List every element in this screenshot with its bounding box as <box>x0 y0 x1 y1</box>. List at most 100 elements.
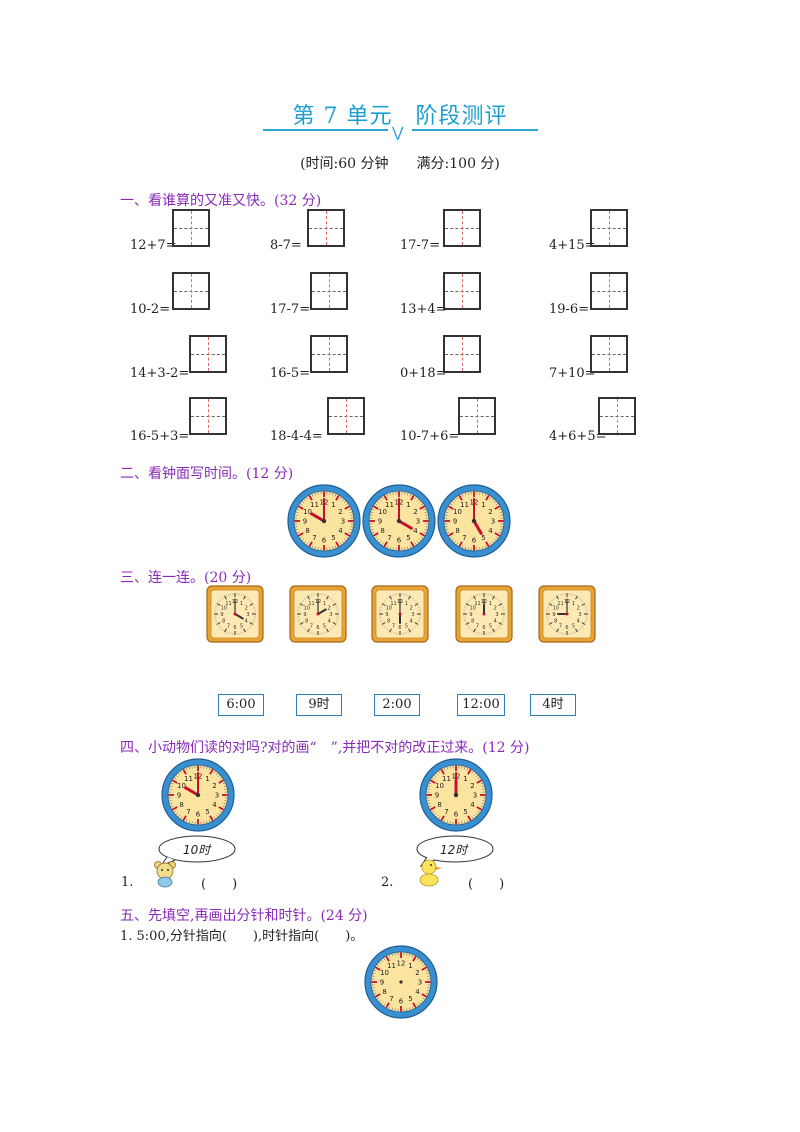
svg-text:7: 7 <box>559 623 562 629</box>
svg-text:1: 1 <box>406 501 410 509</box>
answer-box[interactable] <box>310 272 348 310</box>
svg-text:4: 4 <box>470 801 475 809</box>
svg-text:7: 7 <box>476 623 479 629</box>
svg-text:9: 9 <box>378 518 382 526</box>
time-card[interactable]: 9时 <box>296 694 342 716</box>
svg-text:3: 3 <box>578 612 581 618</box>
svg-text:11: 11 <box>474 601 480 607</box>
svg-text:5: 5 <box>489 623 492 629</box>
answer-box[interactable] <box>172 209 210 247</box>
svg-text:11: 11 <box>557 601 563 607</box>
svg-text:1: 1 <box>240 601 243 607</box>
svg-text:11: 11 <box>225 601 231 607</box>
svg-text:5: 5 <box>408 995 412 1003</box>
svg-text:2: 2 <box>470 782 474 790</box>
hour-hand <box>234 613 244 620</box>
svg-text:9: 9 <box>453 518 457 526</box>
answer-box[interactable] <box>327 397 365 435</box>
svg-text:6: 6 <box>398 625 401 631</box>
answer-box[interactable] <box>590 272 628 310</box>
svg-text:2: 2 <box>410 606 413 612</box>
q4-answer-paren-2[interactable]: ( ) <box>468 877 505 892</box>
svg-text:11: 11 <box>310 501 319 509</box>
svg-text:6: 6 <box>397 537 402 545</box>
time-card[interactable]: 6:00 <box>218 694 264 716</box>
svg-text:10: 10 <box>386 606 392 612</box>
arith-expr: 4+15= <box>549 238 596 253</box>
svg-text:9: 9 <box>552 612 555 618</box>
svg-text:5: 5 <box>406 534 410 542</box>
svg-text:5: 5 <box>205 808 209 816</box>
svg-text:1: 1 <box>205 775 209 783</box>
svg-text:6: 6 <box>472 537 477 545</box>
time-card[interactable]: 4时 <box>530 694 576 716</box>
arith-expr: 10-2= <box>130 302 171 317</box>
page-subtitle: (时间:60 分钟 满分:100 分) <box>300 156 500 172</box>
q4-answer-paren-1[interactable]: ( ) <box>201 877 238 892</box>
section-5-heading: 五、先填空,再画出分针和时针。(24 分) <box>120 908 368 924</box>
arith-expr: 4+6+5= <box>549 429 607 444</box>
svg-text:2: 2 <box>488 508 492 516</box>
svg-text:1: 1 <box>331 501 335 509</box>
answer-box[interactable] <box>590 335 628 373</box>
answer-box[interactable] <box>598 397 636 435</box>
svg-text:11: 11 <box>442 775 451 783</box>
svg-text:2: 2 <box>577 606 580 612</box>
svg-text:10: 10 <box>303 508 312 516</box>
hour-hand <box>472 519 483 535</box>
svg-text:6: 6 <box>399 998 404 1006</box>
svg-text:4: 4 <box>488 527 493 535</box>
svg-text:10: 10 <box>304 606 310 612</box>
svg-text:2: 2 <box>494 606 497 612</box>
time-card[interactable]: 12:00 <box>457 694 505 716</box>
chevron-down-icon: ⋁ <box>392 125 404 141</box>
arith-expr: 13+4= <box>400 302 447 317</box>
arith-expr: 8-7= <box>270 238 302 253</box>
svg-text:7: 7 <box>310 623 313 629</box>
duck-icon <box>419 859 442 887</box>
svg-text:9: 9 <box>220 612 223 618</box>
svg-text:10: 10 <box>378 508 387 516</box>
svg-text:7: 7 <box>444 808 448 816</box>
arith-expr: 12+7= <box>130 238 177 253</box>
svg-text:11: 11 <box>460 501 469 509</box>
svg-text:8: 8 <box>305 619 308 625</box>
answer-box[interactable] <box>307 209 345 247</box>
svg-text:11: 11 <box>184 775 193 783</box>
svg-text:9: 9 <box>303 612 306 618</box>
svg-text:8: 8 <box>387 619 390 625</box>
answer-box[interactable] <box>310 335 348 373</box>
answer-box[interactable] <box>443 209 481 247</box>
svg-text:8: 8 <box>305 527 309 535</box>
svg-text:1: 1 <box>408 962 412 970</box>
answer-box[interactable] <box>189 335 227 373</box>
answer-box[interactable] <box>590 209 628 247</box>
svg-text:5: 5 <box>481 534 485 542</box>
hour-hand <box>184 786 200 797</box>
svg-text:3: 3 <box>411 612 414 618</box>
arith-expr: 17-7= <box>400 238 441 253</box>
svg-text:6: 6 <box>565 625 568 631</box>
svg-text:6: 6 <box>196 811 201 819</box>
answer-box[interactable] <box>172 272 210 310</box>
svg-text:4: 4 <box>494 619 497 625</box>
arith-expr: 10-7+6= <box>400 429 460 444</box>
svg-text:5: 5 <box>323 623 326 629</box>
svg-text:9: 9 <box>303 518 307 526</box>
svg-text:10: 10 <box>553 606 559 612</box>
answer-box[interactable] <box>189 397 227 435</box>
svg-text:4: 4 <box>413 527 418 535</box>
answer-box[interactable] <box>443 335 481 373</box>
time-card[interactable]: 2:00 <box>374 694 420 716</box>
answer-box[interactable] <box>443 272 481 310</box>
answer-box[interactable] <box>458 397 496 435</box>
svg-text:5: 5 <box>572 623 575 629</box>
